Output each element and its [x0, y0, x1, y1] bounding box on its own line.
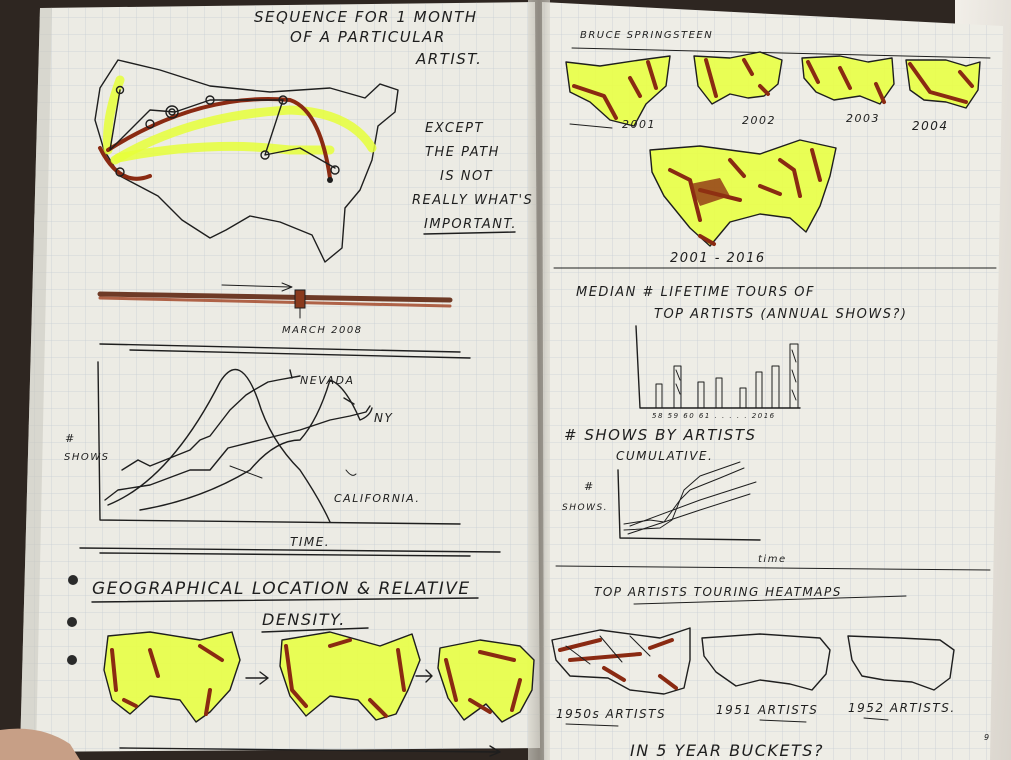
graph-ylabel-shows: SHOWS — [64, 452, 109, 463]
right-title: BRUCE SPRINGSTEEN — [580, 30, 713, 41]
shows-heading-line2: CUMULATIVE. — [616, 449, 713, 463]
year-label-2003: 2003 — [846, 112, 880, 125]
bullet-dot — [67, 617, 77, 627]
median-bar-chart — [635, 325, 801, 409]
range-label: 2001 - 2016 — [670, 251, 766, 266]
density-map-2 — [279, 631, 421, 721]
gutter-shadow — [528, 0, 550, 760]
shows-ylabel-shows: SHOWS. — [562, 503, 608, 513]
graph-label-california: CALIFORNIA. — [334, 492, 420, 505]
shows-ylabel-hash: # — [584, 480, 595, 493]
heatmap-1952 — [847, 635, 955, 691]
time-slider — [97, 282, 453, 319]
note-line5: IMPORTANT. — [424, 217, 517, 232]
heatmaps-heading: TOP ARTISTS TOURING HEATMAPS — [594, 585, 842, 599]
states-line-graph — [97, 361, 461, 525]
note-line2: THE PATH — [425, 145, 500, 160]
shows-xlabel: time — [758, 554, 787, 565]
cumulative-map — [649, 139, 837, 247]
graph-label-ny: NY — [374, 411, 393, 425]
graph-label-nevada: NEVADA — [300, 374, 354, 387]
graph-ylabel-hash: # — [65, 432, 76, 445]
year-label-2001: 2001 — [622, 118, 656, 131]
note-line4: REALLY WHAT'S — [412, 193, 533, 208]
year-map-2004 — [905, 59, 981, 109]
note-line3: IS NOT — [440, 169, 493, 184]
left-title-line3: ARTIST. — [415, 50, 482, 68]
note-line1: EXCEPT — [425, 121, 484, 136]
year-map-2003 — [801, 55, 895, 105]
tour-path-map — [94, 59, 399, 263]
bullet-dot — [68, 575, 78, 585]
heatmap-1951 — [701, 633, 831, 691]
slider-label: MARCH 2008 — [282, 325, 363, 336]
footer-question: IN 5 YEAR BUCKETS? — [630, 741, 824, 760]
cumulative-shows-graph — [617, 461, 761, 541]
heatmap-1950s — [551, 627, 691, 695]
left-heading-line2: DENSITY. — [262, 610, 346, 629]
left-title-line1: SEQUENCE FOR 1 MONTH — [254, 8, 478, 26]
arrow-icon — [245, 671, 269, 685]
graph-xlabel: TIME. — [290, 535, 330, 549]
median-line2: TOP ARTISTS (ANNUAL SHOWS?) — [654, 307, 907, 322]
decade-label-1950s: 1950s ARTISTS — [556, 707, 666, 721]
left-page — [20, 2, 540, 752]
decade-label-1951: 1951 ARTISTS — [716, 703, 818, 717]
left-heading-line1: GEOGRAPHICAL LOCATION & RELATIVE — [92, 579, 471, 599]
year-map-2002 — [693, 51, 783, 105]
arrow-icon — [415, 669, 433, 683]
year-map-2001 — [565, 55, 671, 127]
year-label-2002: 2002 — [742, 114, 776, 127]
density-map-3 — [437, 639, 535, 723]
density-map-1 — [103, 631, 241, 723]
bullet-dot — [67, 655, 77, 665]
shows-heading-line1: # SHOWS BY ARTISTS — [564, 426, 757, 444]
year-label-2004: 2004 — [912, 119, 949, 133]
decade-label-1952: 1952 ARTISTS. — [848, 701, 956, 715]
thumb — [0, 728, 80, 760]
left-title-line2: OF A PARTICULAR — [290, 28, 446, 46]
bar-axis-labels: 58 59 60 61 . . . . . 2016 — [652, 412, 776, 420]
page-number: 9 — [984, 733, 991, 742]
median-line1: MEDIAN # LIFETIME TOURS OF — [576, 285, 815, 300]
